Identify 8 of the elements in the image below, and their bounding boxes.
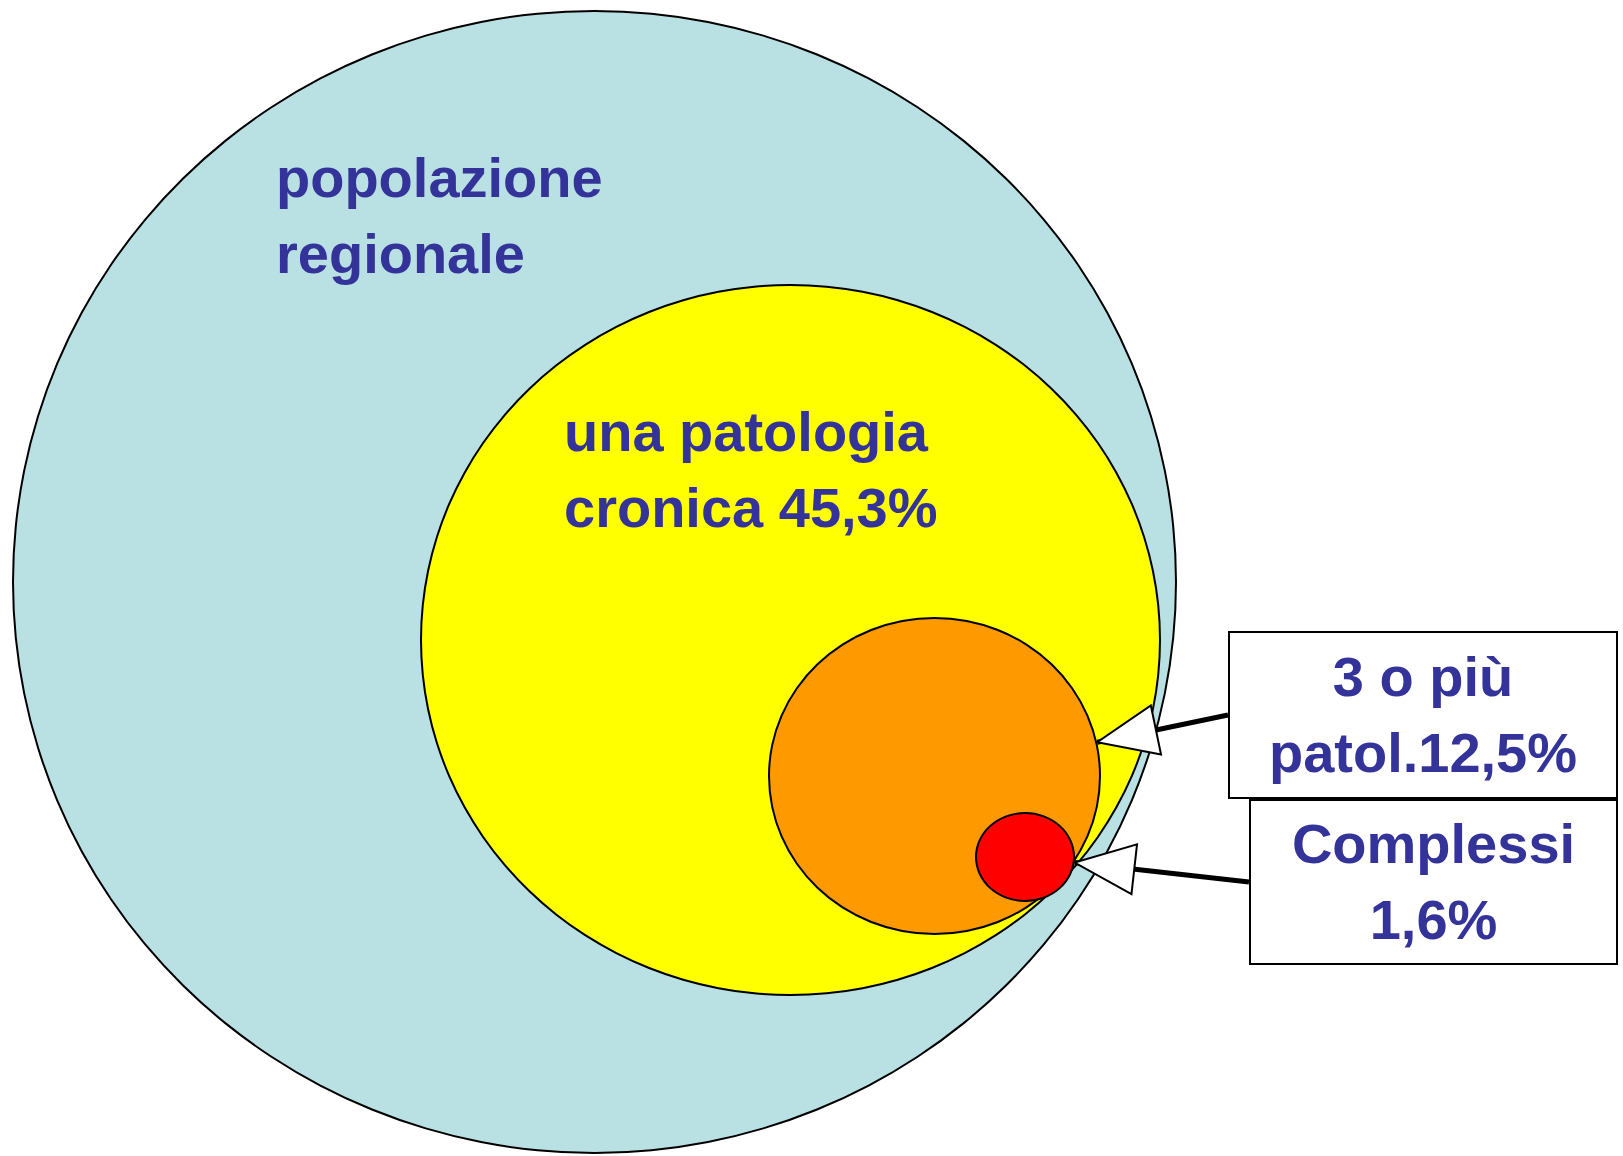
arrow — [1096, 704, 1229, 756]
circle-label: popolazione regionale — [276, 145, 604, 287]
circle-label: una patologia cronica 45,3% — [564, 399, 939, 541]
callout-text: Complessi 1,6% — [1290, 811, 1577, 953]
arrow — [1073, 843, 1250, 896]
callout-text: 3 o più patol.12,5% — [1267, 644, 1579, 786]
callout-box — [1249, 799, 1618, 965]
callout-box — [1228, 631, 1618, 799]
